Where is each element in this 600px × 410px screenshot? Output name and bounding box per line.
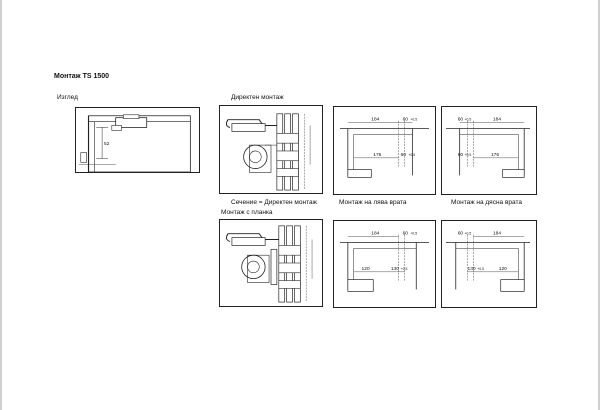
left-door-dim-184: 184 <box>371 117 379 123</box>
right-door-dim-60-bottom-sub: +0,5 <box>465 153 472 157</box>
right-door-dim-60-top-sub: +0,5 <box>465 118 472 122</box>
left-plate-dim-130: 130 <box>391 266 399 272</box>
left-door-direct-drawing: 184 60 +0,5 176 60 +0,5 <box>333 106 436 195</box>
left-door-dim-60-top: 60 <box>403 117 409 123</box>
view-drawing: 52 <box>75 107 200 173</box>
right-door-dim-176: 176 <box>491 152 499 158</box>
left-plate-dim-184: 184 <box>371 231 379 237</box>
view-label: Изглед <box>57 94 78 101</box>
left-door-plate-diagram: 184 60 +0,5 120 130 +0,5 <box>340 231 429 292</box>
plate-mount-section-drawing <box>219 219 323 307</box>
left-door-dim-60-top-sub: +0,5 <box>410 118 417 122</box>
view-diagram: 52 <box>78 114 191 172</box>
left-plate-dim-60: 60 <box>403 231 409 237</box>
right-plate-dim-120: 120 <box>499 266 507 272</box>
left-door-dim-176: 176 <box>373 152 381 158</box>
direct-mount-diagram <box>225 113 311 191</box>
left-door-plate-drawing: 184 60 +0,5 120 130 +0,5 <box>333 220 436 308</box>
section-direct-label: Сечение = Директен монтаж <box>231 199 317 206</box>
right-door-dim-184: 184 <box>493 117 501 123</box>
right-plate-dim-60-sub: +0,5 <box>465 232 472 236</box>
right-door-direct-drawing: 60 +0,5 184 60 +0,5 176 <box>441 106 537 195</box>
document-title: Монтаж TS 1500 <box>54 73 110 80</box>
right-plate-dim-184: 184 <box>493 231 501 237</box>
right-door-dim-60-top: 60 <box>458 117 464 123</box>
right-door-plate-diagram: 60 +0,5 184 130 +0,5 120 <box>446 231 531 292</box>
right-door-label: Монтаж на дясна врата <box>451 199 523 206</box>
right-plate-dim-130-sub: +0,5 <box>477 267 484 271</box>
right-plate-dim-130: 130 <box>468 266 476 272</box>
right-door-plate-drawing: 60 +0,5 184 130 +0,5 120 <box>441 220 537 308</box>
left-plate-dim-120: 120 <box>362 266 370 272</box>
right-door-direct-diagram: 60 +0,5 184 60 +0,5 176 <box>445 117 531 178</box>
plate-mount-diagram <box>225 225 313 303</box>
left-door-dim-60-bottom: 60 <box>401 152 407 158</box>
right-door-dim-60-bottom: 60 <box>458 152 464 158</box>
left-door-direct-diagram: 184 60 +0,5 176 60 +0,5 <box>340 117 429 178</box>
direct-mount-label: Директен монтаж <box>231 94 284 101</box>
plate-mount-label: Монтаж с планка <box>221 209 273 216</box>
left-door-label: Монтаж на лява врата <box>339 199 407 206</box>
left-plate-dim-60-sub: +0,5 <box>410 232 417 236</box>
direct-mount-section-drawing <box>219 105 323 194</box>
view-dimension-52: 52 <box>104 141 110 147</box>
left-plate-dim-130-sub: +0,5 <box>401 267 408 271</box>
right-plate-dim-60: 60 <box>458 231 464 237</box>
left-door-dim-60-bottom-sub: +0,5 <box>408 153 415 157</box>
